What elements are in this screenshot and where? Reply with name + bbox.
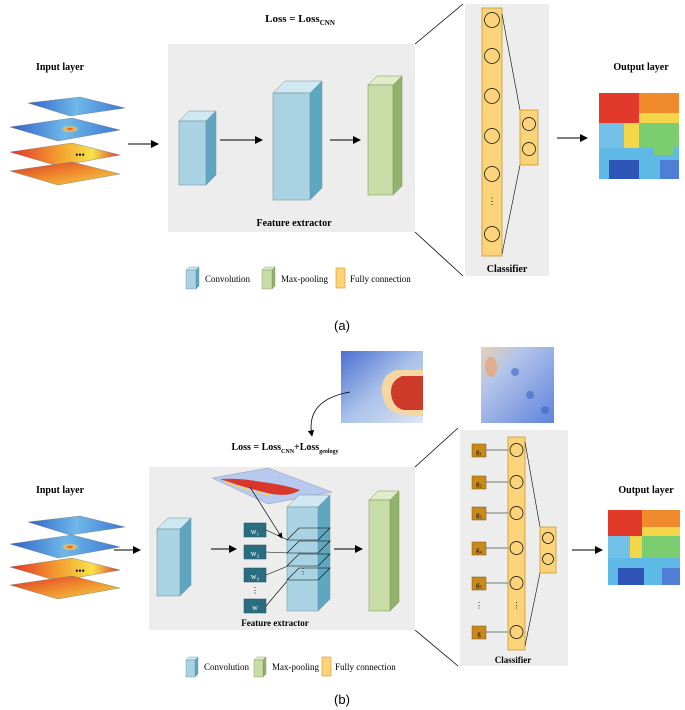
loss-label-b: Loss = LossCNN+Lossgeology bbox=[231, 442, 338, 455]
weight-label-3: w₃ bbox=[251, 572, 260, 581]
input-slice-3 bbox=[9, 142, 121, 167]
vdots-a: ⋮ bbox=[488, 196, 497, 206]
geology-map-b bbox=[341, 351, 423, 423]
legend-pooling-label: Max-pooling bbox=[281, 274, 328, 284]
fc-layer-2-b bbox=[539, 526, 557, 574]
conv-block-1-a bbox=[178, 110, 217, 186]
zoom-line-bottom-a bbox=[414, 231, 464, 277]
conv-vdots: ⋮ bbox=[299, 567, 307, 576]
legend-b: Convolution Max-pooling Fully connection bbox=[185, 656, 396, 678]
classifier-label-a: Classifier bbox=[487, 264, 528, 275]
loss-label-a: Loss = LossCNN bbox=[265, 13, 335, 27]
legend-fc-icon-b bbox=[321, 656, 332, 677]
geology-label-1: g₁ bbox=[476, 448, 482, 456]
geology-label-4: g₄ bbox=[476, 546, 483, 554]
classifier-label-b: Classifier bbox=[495, 655, 532, 665]
geology-inputs-b: g₁ g₂ g₃ g₄ g₅ ⋮ g bbox=[471, 443, 508, 640]
panel-b: Loss = LossCNN+Lossgeology ••• Input lay… bbox=[9, 347, 680, 707]
legend-pooling-icon-b bbox=[253, 656, 267, 678]
caption-a: (a) bbox=[334, 318, 350, 333]
zoom-line-top-a bbox=[414, 3, 464, 45]
arrow-geology-to-conv bbox=[249, 486, 283, 539]
output-map-a bbox=[599, 93, 679, 179]
fc-layer-1-a: ⋮ bbox=[481, 7, 503, 257]
conv-block-2-b: ⋮ bbox=[286, 494, 331, 612]
input-layer-label-b: Input layer bbox=[36, 485, 85, 496]
pool-block-b bbox=[368, 490, 400, 612]
legend-fc-label-b: Fully connection bbox=[335, 662, 396, 672]
fc-layer-1-b: ⋮ bbox=[507, 436, 526, 651]
caption-b: (b) bbox=[334, 692, 350, 707]
output-map-b bbox=[608, 510, 680, 585]
layer-dots-b: ••• bbox=[75, 566, 84, 576]
input-layer-stack-a: ••• bbox=[9, 96, 126, 186]
input-layer-stack-b: ••• bbox=[9, 515, 126, 600]
input-slice-1 bbox=[27, 96, 126, 117]
geology-label-n: g bbox=[477, 630, 481, 638]
input-layer-label-a: Input layer bbox=[36, 62, 85, 73]
fc-layer-2-a bbox=[519, 109, 539, 166]
legend-convolution-icon bbox=[185, 266, 200, 290]
feature-extractor-label-b: Feature extractor bbox=[241, 618, 309, 628]
probability-map-b bbox=[481, 347, 554, 423]
weight-label-n: w bbox=[252, 603, 258, 612]
weight-label-1: w₁ bbox=[251, 527, 260, 536]
output-layer-label-b: Output layer bbox=[618, 485, 674, 496]
pool-block-a bbox=[367, 75, 403, 196]
legend-fc-icon bbox=[335, 267, 346, 289]
feature-extractor-label-a: Feature extractor bbox=[256, 218, 332, 229]
hotspot bbox=[60, 125, 80, 133]
legend-convolution-label-b: Convolution bbox=[204, 662, 250, 672]
fc-vdots-b: ⋮ bbox=[513, 601, 521, 610]
zoom-line-bottom-b bbox=[414, 629, 459, 667]
legend-pooling-label-b: Max-pooling bbox=[272, 662, 319, 672]
output-layer-label-a: Output layer bbox=[613, 62, 669, 73]
weight-label-2: w₂ bbox=[251, 549, 260, 558]
conv-block-1-b bbox=[156, 517, 192, 597]
legend-pooling-icon bbox=[261, 266, 276, 290]
weight-column-b: w₁ w₂ w₃ ⋮ w bbox=[243, 522, 289, 614]
panel-a: Loss = LossCNN ••• Input layer bbox=[9, 3, 679, 333]
geology-label-5: g₅ bbox=[476, 581, 483, 589]
geology-vdots: ⋮ bbox=[475, 601, 483, 610]
geology-label-2: g₂ bbox=[476, 480, 483, 488]
legend-convolution-icon-b bbox=[185, 656, 199, 678]
weight-vdots: ⋮ bbox=[251, 586, 259, 595]
conv-block-2-a bbox=[272, 80, 323, 201]
arrow-geomap-to-loss bbox=[307, 391, 351, 437]
legend-convolution-label: Convolution bbox=[205, 274, 251, 284]
input-slice-4 bbox=[9, 161, 121, 186]
legend-fc-label: Fully connection bbox=[350, 274, 411, 284]
zoom-line-top-b bbox=[414, 427, 459, 468]
layer-dots: ••• bbox=[75, 150, 84, 160]
geology-label-3: g₃ bbox=[476, 511, 483, 519]
legend-a: Convolution Max-pooling Fully connection bbox=[185, 266, 411, 290]
